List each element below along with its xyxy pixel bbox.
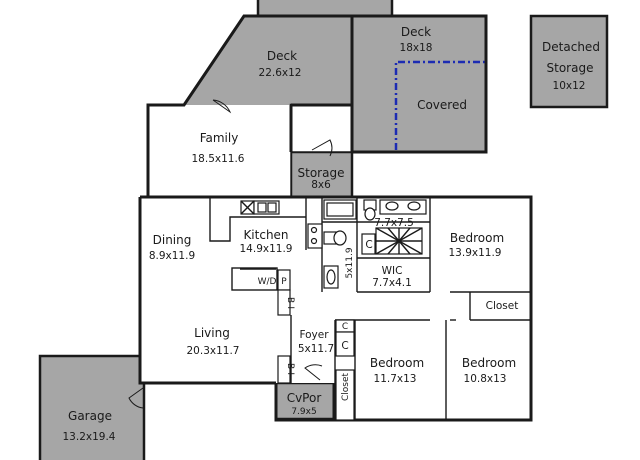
closet-c1-label: C xyxy=(365,239,372,251)
pantry-label: P xyxy=(281,277,287,287)
living-size: 20.3x11.7 xyxy=(187,345,240,357)
cvpor-size: 7.9x5 xyxy=(291,407,316,417)
storage-size: 8x6 xyxy=(311,179,331,191)
kitchen-size: 14.9x11.9 xyxy=(240,243,293,255)
cvpor-label: CvPor xyxy=(287,391,322,405)
bedroom1-label: Bedroom xyxy=(450,231,504,245)
detached-storage-size: 10x12 xyxy=(553,80,586,92)
builtin-box-2 xyxy=(277,355,291,384)
bedroom1-size: 13.9x11.9 xyxy=(449,247,502,259)
garage-block xyxy=(38,354,146,460)
closet-left-box xyxy=(335,369,355,421)
wic-size: 7.7x4.1 xyxy=(372,277,412,289)
closet-c2-label: C xyxy=(342,322,348,332)
garage-door xyxy=(128,387,144,409)
foyer-label: Foyer xyxy=(299,329,329,341)
dining-size: 8.9x11.9 xyxy=(149,250,195,262)
top-structure xyxy=(256,0,394,18)
builtin-box-1 xyxy=(277,289,291,316)
closet-left-label: Closet xyxy=(341,373,351,402)
bedroom3-label: Bedroom xyxy=(462,356,516,370)
closet-c3-label: C xyxy=(341,340,348,352)
detached-storage-label-2: Storage xyxy=(547,61,594,75)
deck-right-label: Deck xyxy=(401,25,431,39)
closet-box-1 xyxy=(361,233,376,255)
kitchen-label: Kitchen xyxy=(243,228,288,242)
deck-right-size: 18x18 xyxy=(400,42,433,54)
closet-right-label: Closet xyxy=(486,300,519,312)
foyer-door xyxy=(304,364,323,381)
wd-label: W/D xyxy=(258,277,277,287)
bedroom2-size: 11.7x13 xyxy=(374,373,417,385)
living-label: Living xyxy=(194,326,230,340)
family-door xyxy=(212,99,232,114)
closet-box-3 xyxy=(335,331,355,357)
bath-size: 5x11.9 xyxy=(345,247,355,278)
storage-door xyxy=(311,139,333,157)
covered-label: Covered xyxy=(417,98,467,112)
master-bath-size: 7.7x7.5 xyxy=(374,217,414,229)
builtin-2-label: B-I xyxy=(285,363,295,375)
storage-label: Storage xyxy=(298,166,345,180)
bedroom2-label: Bedroom xyxy=(370,356,424,370)
detached-storage-block xyxy=(529,14,609,109)
garage-label: Garage xyxy=(68,409,112,423)
garage-size: 13.2x19.4 xyxy=(63,431,116,443)
deck-left-size: 22.6x12 xyxy=(259,67,302,79)
family-size: 18.5x11.6 xyxy=(192,153,245,165)
wic-label: WIC xyxy=(382,265,403,277)
builtin-1-label: B-I xyxy=(285,297,295,309)
bedroom3-size: 10.8x13 xyxy=(464,373,507,385)
deck-left-label: Deck xyxy=(267,49,297,63)
family-label: Family xyxy=(200,131,239,145)
detached-storage-label-1: Detached xyxy=(542,40,600,54)
foyer-size: 5x11.7 xyxy=(298,343,334,355)
dining-label: Dining xyxy=(153,233,192,247)
